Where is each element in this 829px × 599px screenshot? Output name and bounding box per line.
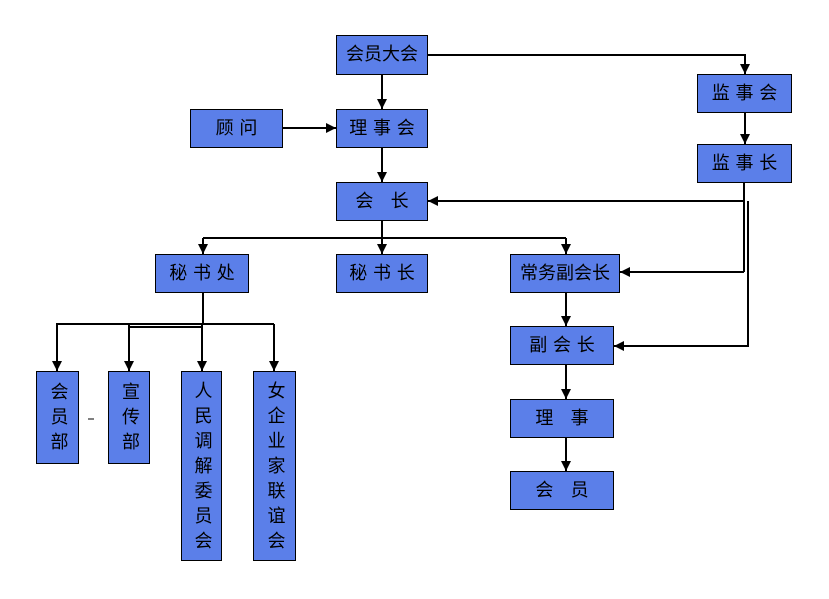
mediation-committee-box: 人民调解委员会: [181, 371, 222, 561]
connector-chief-supervisor-to-vice-president: [614, 201, 749, 351]
advisor-box: 顾 问: [190, 109, 283, 148]
director-box: 理 事: [510, 399, 614, 438]
general-assembly-box: 会员大会: [336, 35, 428, 75]
chief-supervisor-box: 监 事 长: [697, 144, 792, 183]
secretary-general-box: 秘 书 长: [336, 254, 428, 293]
council-box: 理 事 会: [336, 109, 428, 148]
executive-vice-president-box: 常务副会长: [510, 254, 620, 293]
secretariat-box: 秘 书 处: [155, 254, 249, 293]
membership-department-box: 会员部: [36, 371, 79, 464]
vice-president-box: 副 会 长: [510, 326, 614, 365]
women-entrepreneurs-association-box: 女企业家联谊会: [253, 371, 296, 561]
member-box: 会 员: [510, 471, 614, 510]
president-box: 会 长: [336, 182, 428, 221]
supervisory-board-box: 监 事 会: [697, 74, 792, 113]
publicity-department-box: 宣传部: [108, 371, 150, 464]
connector-assembly-to-supervisory-board: [428, 54, 750, 74]
